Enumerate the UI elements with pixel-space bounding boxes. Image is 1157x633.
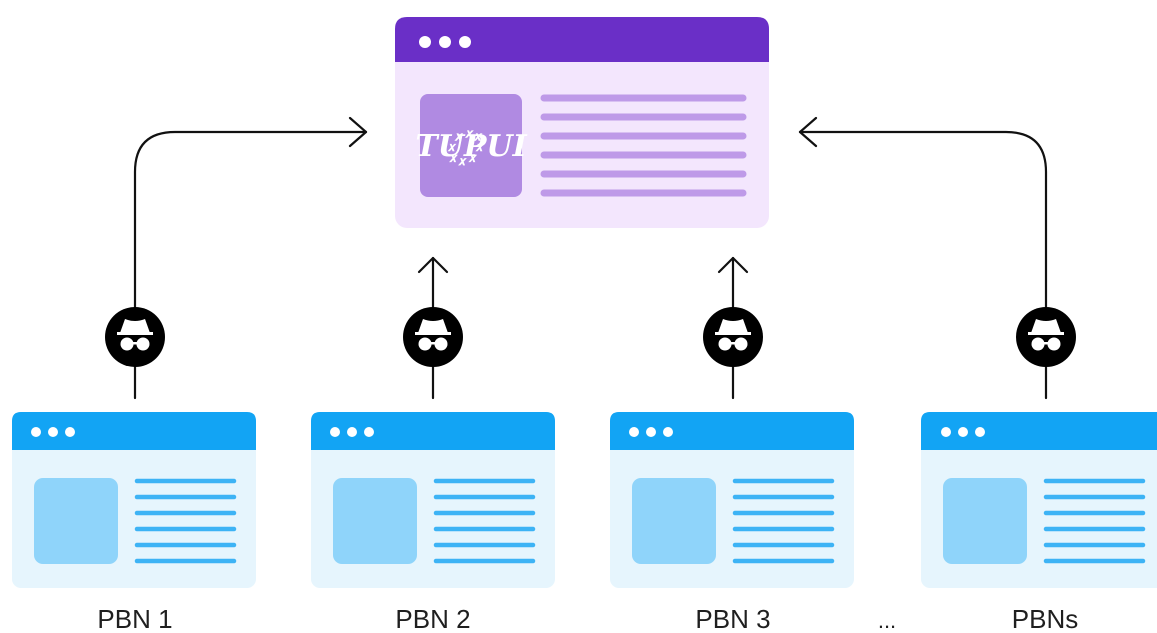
three-dots-icon <box>941 427 985 437</box>
target-content-lines <box>540 94 747 197</box>
pbn-content-lines <box>1043 478 1146 564</box>
ellipsis: ... <box>878 608 896 633</box>
pbn-window-1 <box>12 412 256 588</box>
pbn-image-box <box>632 478 716 564</box>
target-website-window: ΤU꙰ΡUI <box>395 17 769 228</box>
pbn-window-3 <box>610 412 854 588</box>
target-logo-box <box>420 94 522 197</box>
incognito-icon <box>703 307 763 367</box>
incognito-icon <box>105 307 165 367</box>
arrow-head-icon <box>348 116 368 148</box>
pbn-image-box <box>34 478 118 564</box>
connector-pbn1 <box>133 130 368 400</box>
arrow-head-icon <box>417 256 449 274</box>
arrow-head-icon <box>798 116 818 148</box>
pbn-image-box <box>333 478 417 564</box>
pbn-content-lines <box>433 478 536 564</box>
pbn-label-1: PBN 1 <box>97 604 172 633</box>
three-dots-icon <box>629 427 673 437</box>
three-dots-icon <box>419 36 471 48</box>
pbn-content-lines <box>732 478 835 564</box>
pbn-label-4: PBNs <box>1012 604 1078 633</box>
incognito-icon <box>403 307 463 367</box>
target-logo: ΤU꙰ΡUI <box>415 129 527 166</box>
pbn-window-4 <box>921 412 1157 588</box>
pbn-label-2: PBN 2 <box>395 604 470 633</box>
pbn-label-3: PBN 3 <box>695 604 770 633</box>
three-dots-icon <box>330 427 374 437</box>
arrow-head-icon <box>717 256 749 274</box>
incognito-badges <box>105 307 1076 367</box>
three-dots-icon <box>31 427 75 437</box>
connector-pbns <box>798 130 1048 400</box>
pbn-content-lines <box>134 478 237 564</box>
pbn-image-box <box>943 478 1027 564</box>
pbn-window-2 <box>311 412 555 588</box>
incognito-icon <box>1016 307 1076 367</box>
